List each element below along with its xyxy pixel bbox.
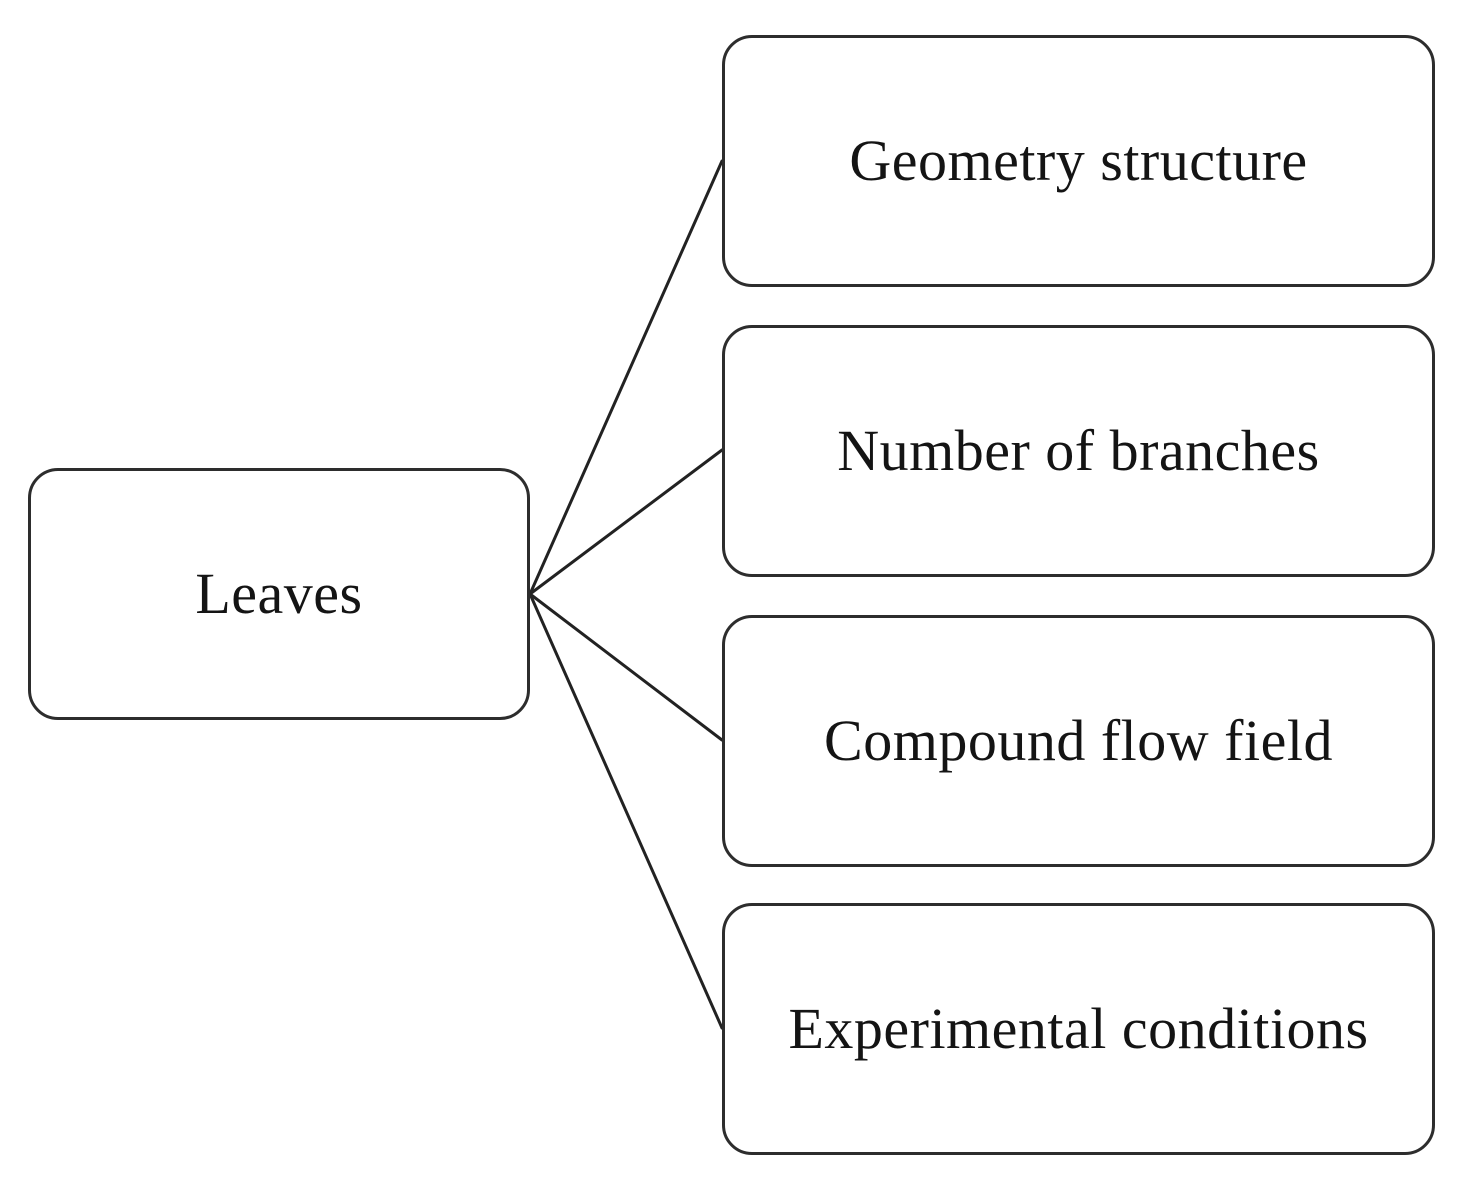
root-node-leaves: Leaves (28, 468, 530, 720)
connector-root-to-compound-flow-field (528, 592, 724, 742)
connector-root-to-experimental-conditions (528, 592, 724, 1030)
child-node-compound-flow-field: Compound flow field (722, 615, 1435, 867)
child-node-label: Number of branches (837, 418, 1320, 484)
child-node-number-of-branches: Number of branches (722, 325, 1435, 577)
root-node-label: Leaves (195, 561, 363, 627)
child-node-label: Geometry structure (849, 128, 1308, 194)
connector-root-to-geometry-structure (528, 159, 724, 596)
child-node-label: Experimental conditions (788, 996, 1369, 1062)
child-node-label: Compound flow field (824, 708, 1333, 774)
connector-root-to-number-of-branches (528, 448, 724, 596)
child-node-geometry-structure: Geometry structure (722, 35, 1435, 287)
child-node-experimental-conditions: Experimental conditions (722, 903, 1435, 1155)
